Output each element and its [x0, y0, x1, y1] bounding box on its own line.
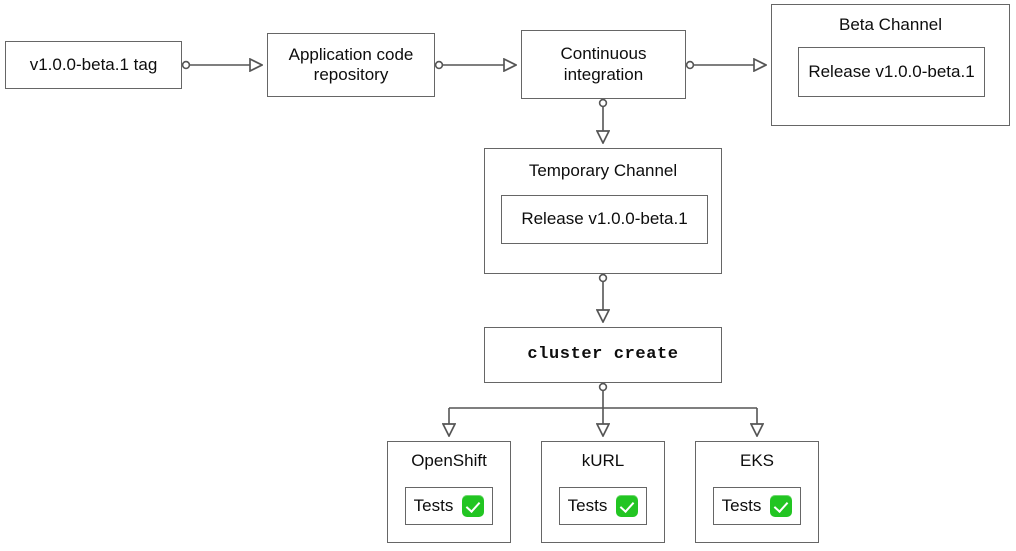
node-beta-channel-release-label: Release v1.0.0-beta.1	[808, 61, 975, 81]
node-cluster-create-label: cluster create	[527, 344, 679, 364]
node-target-eks-tests-label: Tests	[721, 495, 762, 515]
node-target-eks-tests[interactable]: Tests	[713, 487, 801, 525]
node-target-kurl-title: kURL	[581, 451, 625, 470]
check-mark-button-icon	[462, 495, 485, 517]
node-target-openshift[interactable]: OpenShift Tests	[387, 441, 511, 543]
node-target-kurl-tests[interactable]: Tests	[559, 487, 647, 525]
edge-source-dot	[181, 60, 191, 70]
node-target-eks-title: EKS	[739, 451, 775, 470]
node-temporary-channel-release[interactable]: Release v1.0.0-beta.1	[501, 195, 708, 244]
node-version-tag[interactable]: v1.0.0-beta.1 tag	[5, 41, 182, 89]
node-beta-channel-release[interactable]: Release v1.0.0-beta.1	[798, 47, 985, 97]
node-target-openshift-title: OpenShift	[411, 451, 487, 470]
edge-source-dot	[598, 98, 608, 108]
node-temporary-channel[interactable]: Temporary Channel Release v1.0.0-beta.1	[484, 148, 722, 274]
check-mark-button-icon	[616, 495, 639, 517]
node-application-code-repository[interactable]: Application code repository	[267, 33, 435, 97]
node-target-kurl-tests-label: Tests	[567, 495, 608, 515]
node-target-openshift-tests[interactable]: Tests	[405, 487, 493, 525]
edge-source-dot	[434, 60, 444, 70]
node-beta-channel[interactable]: Beta Channel Release v1.0.0-beta.1	[771, 4, 1010, 126]
node-version-tag-label: v1.0.0-beta.1 tag	[29, 54, 158, 74]
node-continuous-integration[interactable]: Continuous integration	[521, 30, 686, 99]
node-cluster-create[interactable]: cluster create	[484, 327, 722, 383]
node-beta-channel-title: Beta Channel	[838, 15, 943, 34]
node-temporary-channel-release-label: Release v1.0.0-beta.1	[521, 209, 688, 229]
node-application-code-repository-label: Application code repository	[288, 44, 414, 84]
edge-source-dot	[598, 273, 608, 283]
node-target-eks[interactable]: EKS Tests	[695, 441, 819, 543]
edge-source-dot	[598, 382, 608, 392]
node-target-openshift-tests-label: Tests	[413, 495, 454, 515]
edge-source-dot	[685, 60, 695, 70]
node-temporary-channel-title: Temporary Channel	[528, 161, 678, 180]
node-continuous-integration-label: Continuous integration	[560, 44, 647, 84]
node-target-kurl[interactable]: kURL Tests	[541, 441, 665, 543]
check-mark-button-icon	[770, 495, 793, 517]
